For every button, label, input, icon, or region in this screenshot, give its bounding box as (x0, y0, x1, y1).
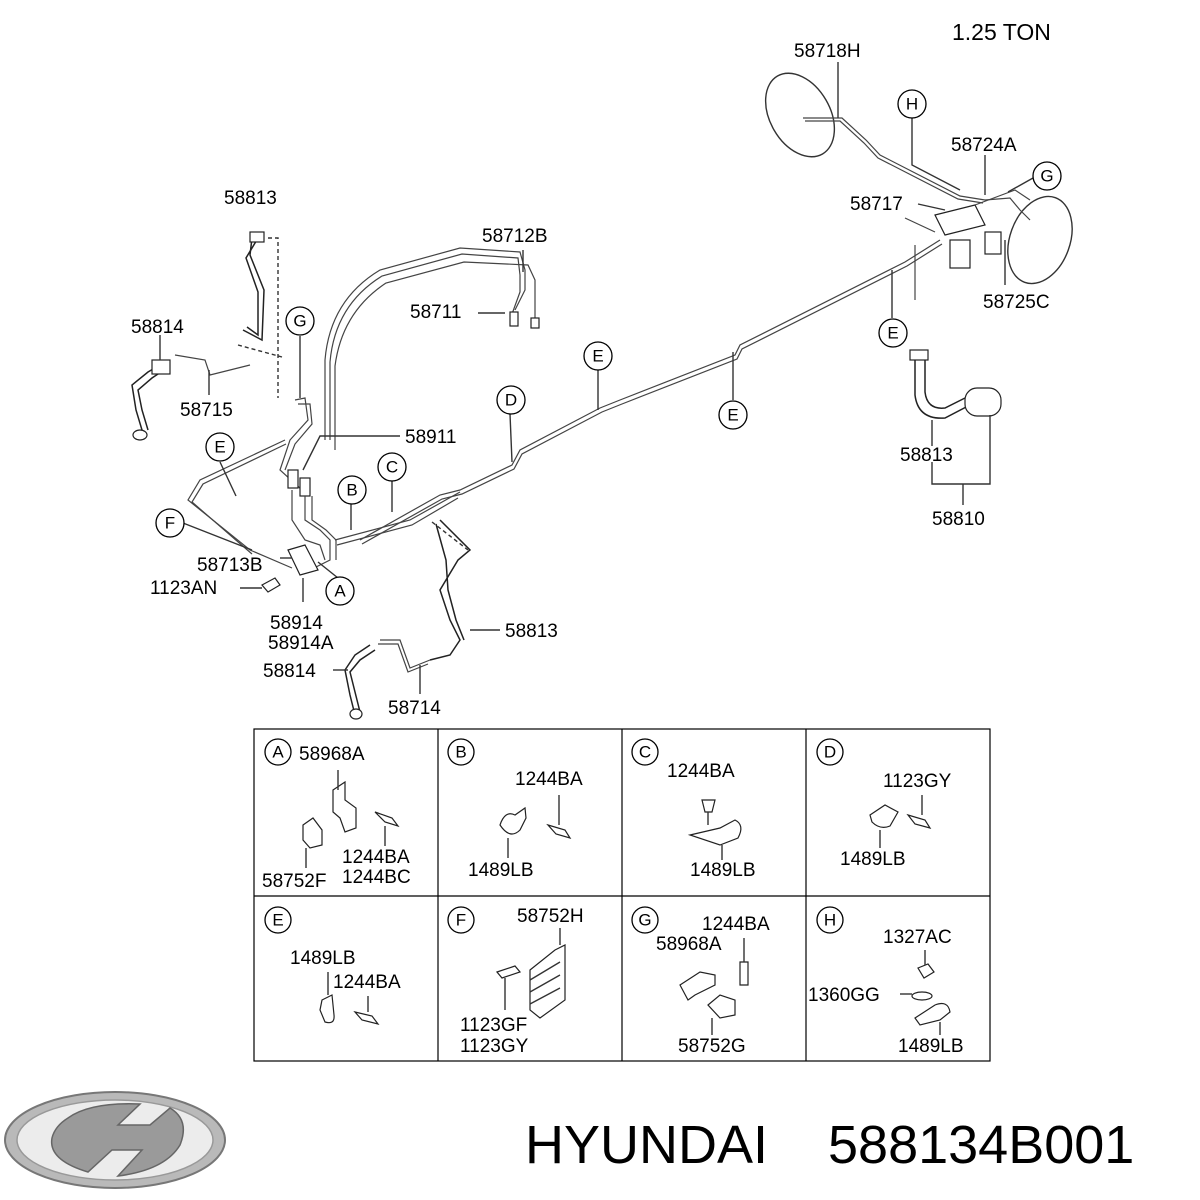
part-labels: 1.25 TON 58718H 58724A 58717 58725C 5881… (131, 19, 1051, 719)
label-1123AN: 1123AN (150, 578, 217, 599)
svg-text:F: F (456, 911, 466, 930)
label-58712B: 58712B (482, 226, 548, 247)
callout-e-center: E (583, 341, 613, 371)
part-1489LB-b: 1489LB (468, 860, 534, 881)
svg-text:A: A (334, 582, 346, 601)
callout-circles: H G G E E E E D C B A F (155, 89, 1062, 606)
label-58724A: 58724A (951, 135, 1017, 156)
svg-text:G: G (293, 312, 306, 331)
detail-cell-c: C 1244BA 1489LB (631, 738, 756, 881)
svg-text:E: E (272, 911, 283, 930)
part-1123GY-d: 1123GY (883, 771, 952, 792)
label-58814-bottom: 58814 (263, 661, 316, 682)
svg-text:D: D (824, 743, 836, 762)
svg-text:E: E (887, 324, 898, 343)
detail-cell-g: G 1244BA 58968A 58752G (631, 906, 770, 1057)
detail-cell-e: E 1489LB 1244BA (264, 906, 401, 1025)
part-58752G: 58752G (678, 1036, 746, 1057)
three-way-connector (287, 544, 319, 576)
svg-text:G: G (638, 911, 651, 930)
part-58968A: 58968A (299, 744, 365, 765)
part-1244BA-b: 1244BA (515, 769, 583, 790)
label-58914A: 58914A (268, 633, 334, 654)
callout-d: D (496, 385, 526, 415)
detail-cell-d: D 1123GY 1489LB (816, 738, 952, 870)
callout-c: C (377, 452, 407, 482)
callout-h: H (897, 89, 927, 119)
label-58914: 58914 (270, 613, 323, 634)
hyundai-logo-icon (4, 1091, 226, 1189)
label-58813-right: 58813 (900, 445, 953, 466)
part-1489LB-e: 1489LB (290, 948, 356, 969)
svg-text:E: E (214, 438, 225, 457)
label-58725C: 58725C (983, 292, 1050, 313)
detail-cell-f: F 58752H 1123GF 1123GY (447, 906, 584, 1057)
part-1244BA-g: 1244BA (702, 914, 770, 935)
part-1489LB-d: 1489LB (840, 849, 906, 870)
detail-cell-a: A 58968A 1244BA 1244BC 58752F (262, 738, 411, 892)
part-58752F: 58752F (262, 871, 326, 892)
callout-e-mid: E (718, 400, 748, 430)
part-1123GY-f: 1123GY (460, 1036, 529, 1057)
label-58715: 58715 (180, 400, 233, 421)
part-1244BA-c: 1244BA (667, 761, 735, 782)
label-58911: 58911 (405, 427, 456, 448)
svg-text:G: G (1040, 167, 1053, 186)
rear-drum-right-shape (1007, 195, 1073, 285)
label-58717: 58717 (850, 194, 903, 215)
callout-e-left: E (205, 432, 235, 462)
part-1489LB-c: 1489LB (690, 860, 756, 881)
label-58813-mid: 58813 (505, 621, 558, 642)
rear-hose-bracket (964, 387, 1002, 417)
part-1244BA-a: 1244BA (342, 847, 410, 868)
svg-text:F: F (165, 514, 175, 533)
callout-a: A (325, 576, 355, 606)
brake-pipes (131, 72, 1073, 720)
part-1360GG: 1360GG (808, 985, 880, 1006)
svg-text:A: A (272, 743, 284, 762)
svg-text:C: C (386, 458, 398, 477)
label-58810: 58810 (932, 509, 985, 530)
part-1327AC: 1327AC (883, 927, 952, 948)
svg-text:B: B (455, 743, 466, 762)
label-58713B: 58713B (197, 555, 263, 576)
label-58718H: 58718H (794, 41, 861, 62)
detail-grid: A 58968A 1244BA 1244BC 58752F B 1244BA 1… (253, 728, 991, 1062)
svg-text:B: B (346, 481, 357, 500)
part-58752H: 58752H (517, 906, 584, 927)
svg-text:H: H (906, 95, 918, 114)
part-58968A-g: 58968A (656, 934, 722, 955)
rear-drum-left-shape (764, 72, 836, 158)
callout-f: F (155, 508, 185, 538)
proportioning-valve (934, 204, 986, 236)
callout-g-left: G (285, 306, 315, 336)
detail-cell-h: H 1327AC 1360GG 1489LB (808, 906, 964, 1057)
svg-text:D: D (505, 391, 517, 410)
label-58814-top: 58814 (131, 317, 184, 338)
detail-cell-b: B 1244BA 1489LB (447, 738, 583, 881)
callout-b: B (337, 475, 367, 505)
capacity-label: 1.25 TON (952, 19, 1051, 45)
svg-text:E: E (727, 406, 738, 425)
callout-e-right: E (878, 318, 908, 348)
label-58813-top: 58813 (224, 188, 277, 209)
part-1244BC: 1244BC (342, 867, 411, 888)
label-58714: 58714 (388, 698, 441, 719)
leader-lines (159, 62, 1034, 694)
svg-text:C: C (639, 743, 651, 762)
callout-g-right: G (1032, 161, 1062, 191)
brand-name: HYUNDAI (525, 1115, 768, 1175)
label-58711: 58711 (410, 302, 461, 323)
part-number: 588134B001 (828, 1115, 1134, 1175)
part-1244BA-e: 1244BA (333, 972, 401, 993)
part-1489LB-h: 1489LB (898, 1036, 964, 1057)
part-1123GF: 1123GF (460, 1015, 527, 1036)
svg-text:H: H (824, 911, 836, 930)
svg-text:E: E (592, 347, 603, 366)
